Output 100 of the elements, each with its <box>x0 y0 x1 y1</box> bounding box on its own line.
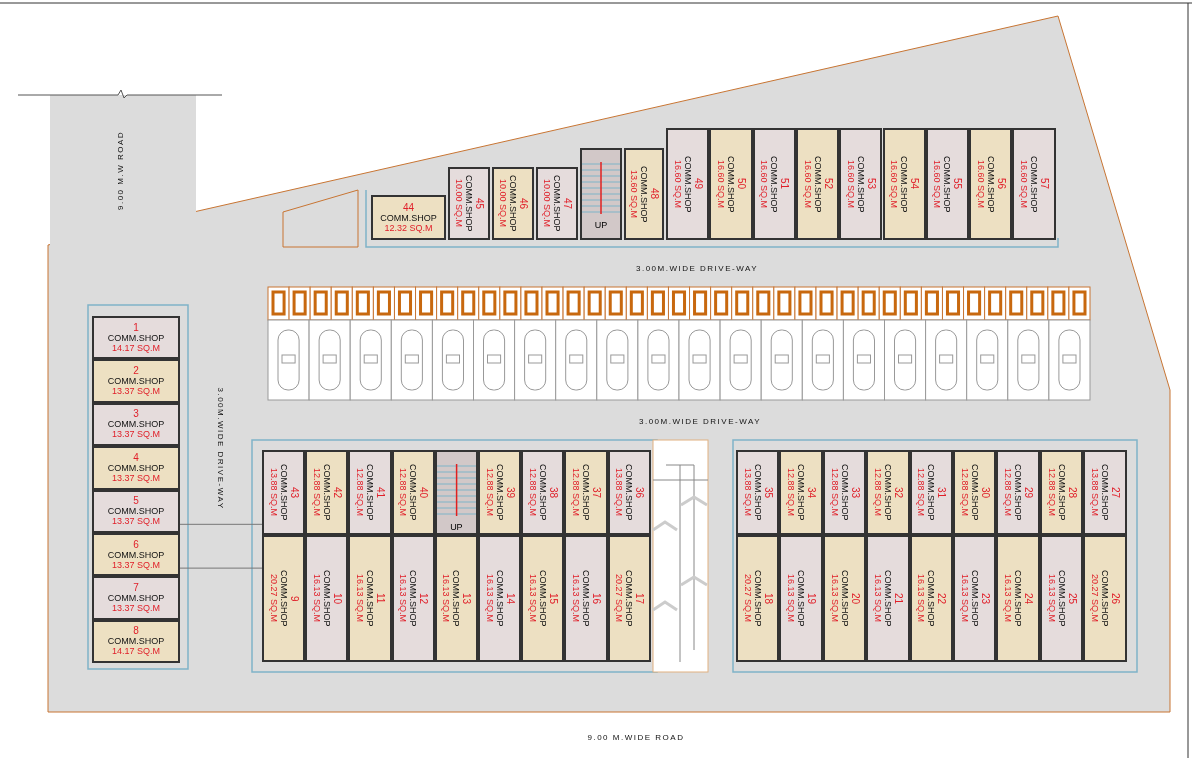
shop-number: 51 <box>779 178 790 190</box>
shop-type: COMM.SHOP <box>107 593 165 604</box>
shop-number: 35 <box>762 486 773 499</box>
shop-number: 56 <box>995 178 1006 190</box>
shop-type: COMM.SHOP <box>624 570 635 627</box>
shop-type: COMM.SHOP <box>985 155 996 213</box>
shop-unit <box>92 619 180 664</box>
shop-area: 13.88 SQ.M <box>742 468 753 517</box>
shop-area: 13.88 SQ.M <box>268 468 279 517</box>
shop-unit <box>434 535 478 662</box>
shop-type: COMM.SHOP <box>839 570 850 627</box>
shop-type: COMM.SHOP <box>969 464 980 521</box>
shop-unit <box>305 535 349 662</box>
shop-number: 29 <box>1023 486 1034 499</box>
shop-area: 12.88 SQ.M <box>398 468 409 517</box>
shop-type: COMM.SHOP <box>408 570 419 627</box>
shop-type: COMM.SHOP <box>107 506 165 517</box>
shop-number: 49 <box>692 178 703 190</box>
shop-number: 3 <box>133 409 139 420</box>
shop-area: 16.13 SQ.M <box>441 574 452 623</box>
shop-unit <box>909 535 953 662</box>
shop-area: 14.17 SQ.M <box>112 342 160 353</box>
shop-unit <box>822 535 867 662</box>
shop-type: COMM.SHOP <box>624 464 635 521</box>
shop-area: 16.60 SQ.M <box>802 160 813 208</box>
shop-number: 23 <box>979 592 990 605</box>
shop-area: 16.13 SQ.M <box>786 574 797 623</box>
shop-number: 43 <box>288 486 299 499</box>
shop-area: 16.60 SQ.M <box>759 160 770 208</box>
shop-unit <box>92 446 180 490</box>
shop-number: 36 <box>634 486 645 499</box>
shop-number: 20 <box>849 592 860 605</box>
shop-number: 34 <box>806 486 817 499</box>
connector-line <box>179 523 263 525</box>
shop-type: COMM.SHOP <box>581 570 591 627</box>
shop-unit <box>866 535 910 662</box>
road-label: 3.00M.WIDE DRIVE-WAY <box>639 416 761 426</box>
shop-area: 16.13 SQ.M <box>484 574 495 623</box>
shop-number: 8 <box>133 626 139 637</box>
road-label: 3.00M.WIDE DRIVE-WAY <box>636 263 758 273</box>
shop-area: 20.27 SQ.M <box>1089 574 1100 623</box>
shop-type: COMM.SHOP <box>942 155 953 213</box>
shop-unit <box>92 533 180 577</box>
shop-type: COMM.SHOP <box>451 570 462 627</box>
shop-number: 57 <box>1039 178 1050 190</box>
shop-area: 13.88 SQ.M <box>614 468 625 517</box>
shop-area: 16.13 SQ.M <box>1003 574 1014 623</box>
shop-unit <box>779 535 823 662</box>
shop-type: COMM.SHOP <box>855 155 866 213</box>
shop-area: 16.13 SQ.M <box>527 574 538 623</box>
shop-number: 53 <box>865 178 876 190</box>
shop-area: 13.37 SQ.M <box>112 429 160 440</box>
shop-area: 12.88 SQ.M <box>355 468 365 517</box>
shop-area: 16.60 SQ.M <box>672 160 683 208</box>
road-label: 9.00 M.WIDE ROAD <box>587 732 685 742</box>
shop-number: 6 <box>133 539 139 550</box>
shop-unit <box>953 535 997 662</box>
shop-type: COMM.SHOP <box>926 464 937 521</box>
shop-type: COMM.SHOP <box>1056 570 1067 627</box>
shop-type: COMM.SHOP <box>752 464 763 521</box>
shop-area: 13.37 SQ.M <box>112 386 160 397</box>
shop-number: 44 <box>402 202 415 213</box>
shop-unit <box>822 450 867 535</box>
shop-unit <box>391 450 435 535</box>
shop-number: 52 <box>822 178 833 190</box>
shop-unit <box>536 167 578 240</box>
shop-unit <box>1039 535 1084 662</box>
shop-number: 7 <box>133 583 139 594</box>
shop-unit <box>969 128 1013 240</box>
shop-unit <box>305 450 349 535</box>
shop-unit <box>839 128 883 240</box>
shop-type: COMM.SHOP <box>1013 570 1024 627</box>
shop-area: 13.37 SQ.M <box>112 603 160 614</box>
shop-number: 15 <box>547 592 558 605</box>
shop-unit <box>478 535 522 662</box>
shop-number: 41 <box>375 486 385 499</box>
shop-type: COMM.SHOP <box>537 570 548 627</box>
shop-area: 12.88 SQ.M <box>916 468 927 517</box>
shop-area: 12.88 SQ.M <box>311 468 322 517</box>
shop-area: 12.88 SQ.M <box>959 468 970 517</box>
shop-number: 48 <box>649 188 659 200</box>
shop-type: COMM.SHOP <box>365 570 375 627</box>
shop-unit <box>521 450 565 535</box>
shop-area: 16.13 SQ.M <box>571 574 581 623</box>
shop-area: 12.88 SQ.M <box>571 468 581 517</box>
shop-unit <box>882 128 926 240</box>
shop-number: 25 <box>1066 592 1077 605</box>
shop-area: 13.37 SQ.M <box>112 559 160 570</box>
shop-unit <box>564 450 608 535</box>
shop-area: 16.60 SQ.M <box>1019 160 1030 208</box>
shop-unit <box>92 359 180 403</box>
shop-number: 42 <box>331 486 342 499</box>
shop-area: 12.88 SQ.M <box>527 468 538 517</box>
shop-type: COMM.SHOP <box>752 570 763 627</box>
shop-unit <box>709 128 753 240</box>
shop-number: 24 <box>1023 592 1034 605</box>
shop-unit <box>996 535 1040 662</box>
shop-unit <box>953 450 997 535</box>
shop-unit <box>607 450 651 535</box>
shop-area: 16.13 SQ.M <box>311 574 322 623</box>
